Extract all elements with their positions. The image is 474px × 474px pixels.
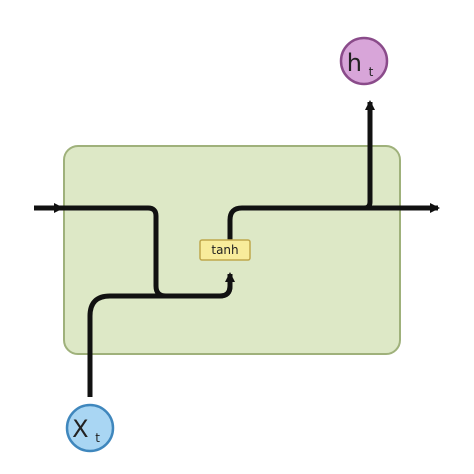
output-node-label-main: h <box>347 49 362 77</box>
output-node-label-subscript: t <box>369 65 374 79</box>
output-node-label: h t <box>347 49 374 79</box>
tanh-box <box>199 239 251 261</box>
input-node-label-main: X <box>72 415 88 443</box>
input-node <box>65 403 115 453</box>
output-node <box>339 36 389 86</box>
tanh-label: tanh <box>211 243 238 257</box>
input-to-tanh-arrow <box>87 272 235 397</box>
input-node-label-subscript: t <box>95 431 100 445</box>
input-node-label: X t <box>72 415 100 445</box>
output-arrow <box>227 100 375 242</box>
